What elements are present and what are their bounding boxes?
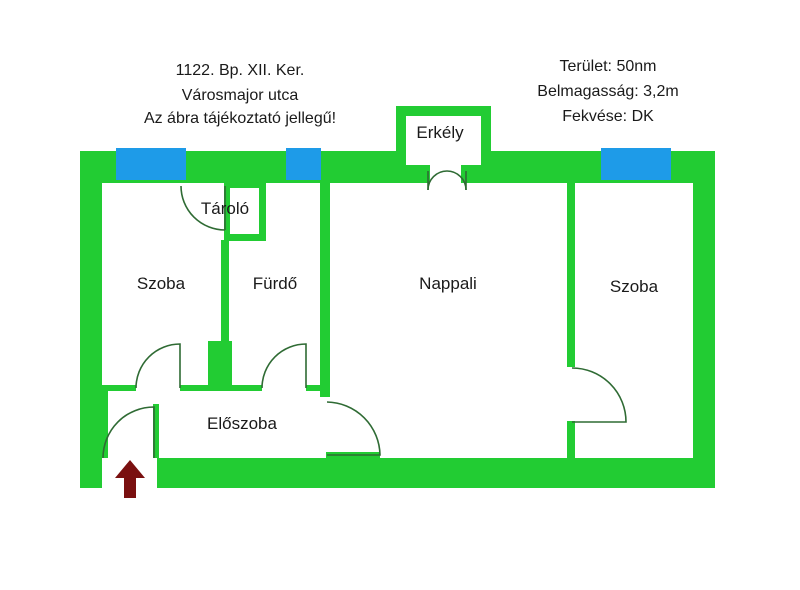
outer-wall-bottom [157,458,715,488]
outer-wall-top-right [486,151,715,183]
storage-wall-bottom [224,234,266,241]
living-door [326,401,381,456]
bedroom-bath-partition [221,240,229,387]
room-label-left-bedroom: Szoba [137,274,186,293]
outer-wall-bottom-left [80,458,102,488]
ceiling-height-text: Belmagasság: 3,2m [537,83,678,100]
balcony-wall-left [396,106,406,183]
balcony-wall-right [481,106,491,183]
window-left-bedroom [116,148,186,180]
hall-wall-entry [153,404,159,458]
up-arrow-icon [115,460,145,498]
storage-wall-left [224,183,230,240]
storage-door [180,185,226,231]
balcony-wall-top [396,106,491,116]
room-label-living: Nappali [419,274,477,293]
outer-wall-left [80,151,102,488]
windows [116,148,671,180]
room-label-balcony: Erkély [416,123,464,142]
outer-wall-right [693,151,715,488]
orientation-text: Fekvése: DK [562,108,654,125]
room-label-bathroom: Fürdő [253,274,297,293]
address-line-2: Városmajor utca [182,87,299,104]
bathroom-door [261,343,307,389]
partition-pier [208,341,232,387]
address-block: 1122. Bp. XII. Ker. Városmajor utca Az á… [144,62,336,127]
right-bedroom-door [571,367,627,423]
living-bedroom-partition [567,183,575,367]
window-right-bedroom [601,148,671,180]
door-swings [102,170,627,459]
room-label-right-bedroom: Szoba [610,277,659,296]
entrance-door [102,406,155,459]
address-line-1: 1122. Bp. XII. Ker. [176,62,305,79]
room-label-hall: Előszoba [207,414,277,433]
room-labels: Erkély Tároló Szoba Fürdő Nappali Szoba … [137,123,659,433]
walls [80,106,715,488]
area-text: Terület: 50nm [560,58,657,75]
storage-wall-right [259,183,266,241]
disclaimer: Az ábra tájékoztató jellegű! [144,110,336,127]
bath-living-partition [320,183,330,397]
room-label-storage: Tároló [201,199,249,218]
bedroom-door [135,343,181,389]
window-bathroom [286,148,321,180]
details-block: Terület: 50nm Belmagasság: 3,2m Fekvése:… [537,58,678,125]
